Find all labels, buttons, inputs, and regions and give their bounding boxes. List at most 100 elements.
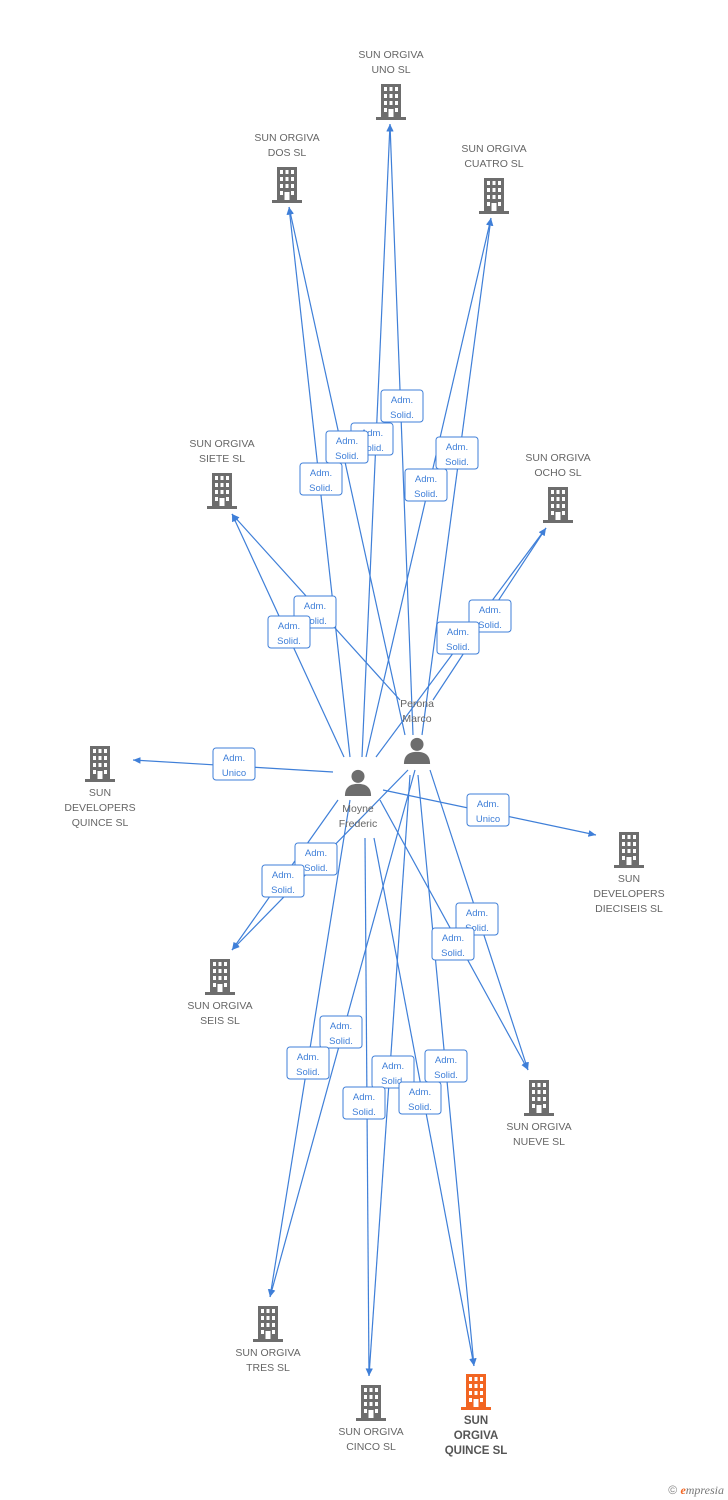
node-label-line: SUN ORGIVA [338,1426,403,1438]
node-label-line: QUINCE SL [72,817,129,829]
edge-label-box [286,1046,330,1080]
node-label-line: ORGIVA [454,1430,499,1442]
edge-label-perona-ocho[interactable]: Adm. Solid. [468,599,512,633]
node-label-line: Frederic [339,818,378,830]
node-label-line: SUN ORGIVA [189,438,254,450]
node-label-line: SUN [618,873,640,885]
edge-label-line: Adm. [409,1087,431,1098]
edge-label-perona-seis[interactable]: Adm.Solid. [294,842,338,876]
node-label-line: SUN ORGIVA [187,1000,252,1012]
node-label-line: Marco [402,713,431,725]
node-label-line: DOS SL [268,147,307,159]
edge-label-line: Adm. [272,870,294,881]
edge-label-line: Solid. [329,1036,353,1047]
edge-label-box [294,842,338,876]
building-icon [376,84,406,120]
edge-label-box [325,430,369,464]
brand-logo-text: mpresia [685,1483,724,1497]
edge-perona-to-uno [386,123,414,736]
node-label-line: DEVELOPERS [593,888,664,900]
edge-label-moyne-dos[interactable]: Adm.Solid. [299,462,343,496]
edge-label-perona-quince[interactable]: Adm.Solid. [424,1049,468,1083]
edge-label-moyne-siete[interactable]: Adm.Solid. [267,615,311,649]
edge-labels-layer: Adm.Solid.Adm.Solid.Adm.Solid.Adm.Solid.… [212,389,512,1120]
node-label-line: SUN ORGIVA [235,1347,300,1359]
edge-label-line: Solid. [441,948,465,959]
edge-label-moyne-nueve[interactable]: Adm. Solid. [431,927,475,961]
edge-label-line: Solid. [478,620,502,631]
company-node-cuatro[interactable]: SUN ORGIVA CUATRO SL [461,143,527,214]
building-icon [272,167,302,203]
edge-label-line: Adm. [479,605,501,616]
edge-label-perona-cinco[interactable]: Adm.Solid. [371,1055,415,1089]
building-icon [205,959,235,995]
building-icon [461,1374,491,1410]
edge-label-box [436,621,480,655]
building-icon [253,1306,283,1342]
node-label-line: OCHO SL [534,467,581,479]
edge-label-line: Solid. [352,1107,376,1118]
edge-label-perona-cuatro[interactable]: Adm.Solid. [435,436,479,470]
company-node-dev15[interactable]: SUN DEVELOPERS QUINCE SL [64,746,136,829]
node-label-line: DEVELOPERS [64,802,135,814]
edge-label-moyne-seis[interactable]: Adm.Solid. [261,864,305,898]
node-label-line: SUN ORGIVA [461,143,526,155]
edge-label-box [466,793,510,827]
node-label-line: CUATRO SL [464,158,523,170]
node-label-line: SUN [464,1415,488,1427]
edge-label-line: Adm. [223,753,245,764]
edge-label-box [431,927,475,961]
edge-label-moyne-cuatro[interactable]: Adm.Solid. [404,468,448,502]
brand-logo-initial: e [680,1483,686,1497]
edge-perona-to-dos [287,206,406,736]
edge-label-perona-dos[interactable]: Adm.Solid. [325,430,369,464]
edge-label-line: Adm. [336,436,358,447]
edge-label-box [267,615,311,649]
edge-perona-to-cuatro [421,217,494,736]
edge-label-moyne-tres[interactable]: Adm.Solid. [286,1046,330,1080]
edge-label-moyne-cinco[interactable]: Adm.Solid. [342,1086,386,1120]
edge-label-box [299,462,343,496]
company-node-uno[interactable]: SUN ORGIVA UNO SL [358,49,424,120]
person-icon [344,769,372,796]
edge-label-moyne-dev15[interactable]: Adm. Unico [212,747,256,781]
edge-label-box [371,1055,415,1089]
building-icon [543,487,573,523]
edge-label-line: Adm. [415,474,437,485]
edge-label-moyne-ocho[interactable]: Adm.Solid. [436,621,480,655]
edge-label-line: Adm. [442,933,464,944]
node-label-line: SUN [89,787,111,799]
building-icon [479,178,509,214]
company-node-siete[interactable]: SUN ORGIVA SIETE SL [189,438,255,509]
edge-label-moyne-quince[interactable]: Adm.Solid. [398,1081,442,1115]
node-label-line: QUINCE SL [445,1445,508,1457]
edge-label-line: Solid. [296,1067,320,1078]
edge-label-moyne-dev16[interactable]: Adm.Unico [466,793,510,827]
node-label-line: SIETE SL [199,453,245,465]
edge-label-line: Solid. [309,483,333,494]
edge-label-perona-nueve[interactable]: Adm.Solid. [455,902,499,936]
building-icon [356,1385,386,1421]
edge-label-line: Solid. [303,616,327,627]
edge-label-line: Adm. [278,621,300,632]
company-node-quince[interactable]: SUN ORGIVA QUINCE SL [445,1374,508,1457]
edge-label-perona-uno[interactable]: Adm.Solid. [380,389,424,423]
building-icon [614,832,644,868]
edge-label-line: Unico [222,768,246,779]
edge-label-box [212,747,256,781]
node-label-line: SUN ORGIVA [358,49,423,61]
edge-label-perona-tres[interactable]: Adm.Solid. [319,1015,363,1049]
node-label-line: UNO SL [371,64,410,76]
edges-layer [132,123,597,1377]
building-icon [85,746,115,782]
